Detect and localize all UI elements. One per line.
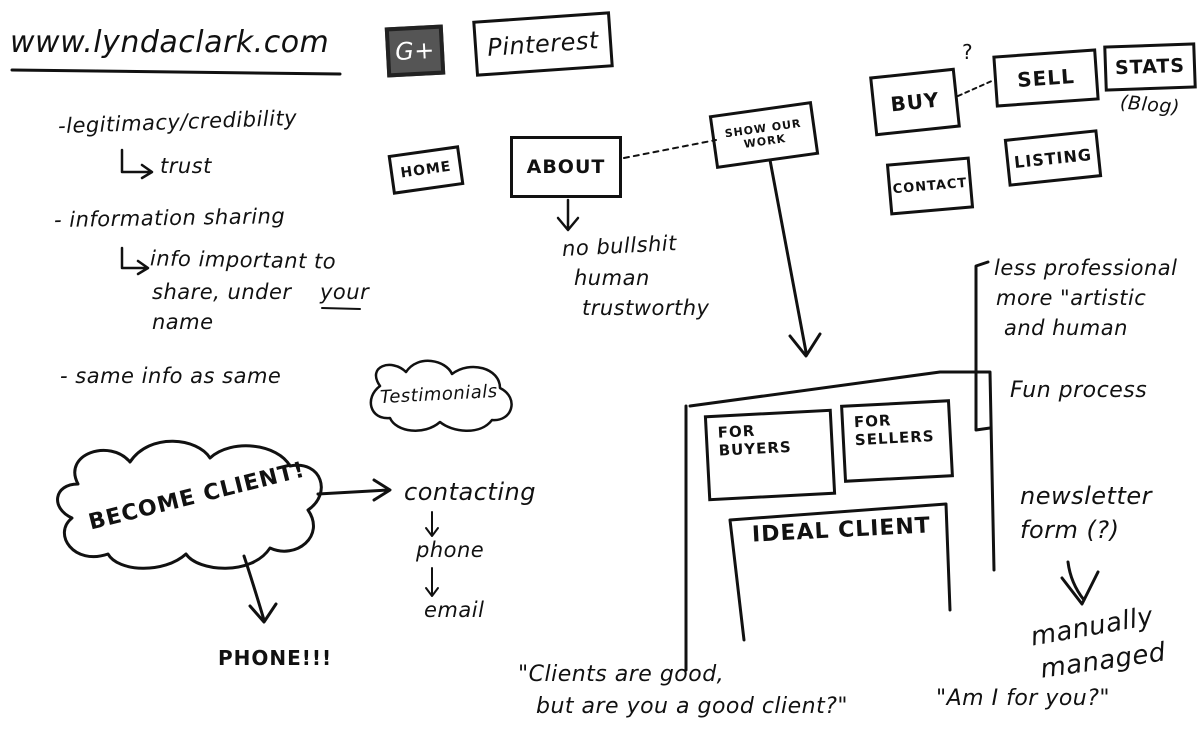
note-share-under: share, under bbox=[152, 280, 292, 304]
nav-buy-label: BUY bbox=[889, 87, 941, 117]
style-note-2: more "artistic bbox=[996, 286, 1147, 310]
for-buyers-label: FOR BUYERS bbox=[717, 421, 793, 460]
nav-sell[interactable]: SELL bbox=[992, 48, 1100, 108]
nav-listing[interactable]: LISTING bbox=[1003, 129, 1103, 187]
nav-contact[interactable]: CONTACT bbox=[885, 156, 975, 216]
note-your: your bbox=[320, 280, 370, 304]
pinterest-button[interactable]: Pinterest bbox=[472, 11, 614, 77]
gplus-label: G+ bbox=[394, 35, 436, 67]
note-same-info: - same info as same bbox=[60, 364, 282, 388]
note-name: name bbox=[152, 310, 214, 334]
nav-contact-label: CONTACT bbox=[892, 175, 968, 197]
nav-stats[interactable]: STATS bbox=[1103, 42, 1197, 92]
nav-about-label: ABOUT bbox=[526, 156, 606, 178]
quote-clients-good-2: but are you a good client?" bbox=[536, 694, 849, 719]
nav-home-label: HOME bbox=[399, 158, 453, 182]
nav-blog: (Blog) bbox=[1119, 91, 1181, 119]
nav-show-work-label: SHOW OUR WORK bbox=[723, 116, 803, 151]
nav-question: ? bbox=[962, 40, 973, 64]
note-info-sharing: - information sharing bbox=[53, 203, 286, 233]
note-info-important: info important to bbox=[149, 246, 337, 274]
newsletter-line1: newsletter bbox=[1020, 482, 1152, 510]
style-note-1: less professional bbox=[994, 256, 1178, 280]
quote-am-i: "Am I for you?" bbox=[936, 686, 1111, 711]
note-trust: trust bbox=[160, 154, 212, 178]
nav-listing-label: LISTING bbox=[1013, 144, 1093, 172]
nav-stats-label: STATS bbox=[1114, 54, 1186, 80]
contacting-title: contacting bbox=[404, 478, 536, 506]
panel-for-sellers[interactable]: FOR SELLERS bbox=[840, 399, 954, 483]
style-note-4: Fun process bbox=[1010, 378, 1148, 403]
panel-for-buyers[interactable]: FOR BUYERS bbox=[703, 408, 837, 502]
pinterest-label: Pinterest bbox=[486, 26, 600, 62]
gplus-button[interactable]: G+ bbox=[384, 24, 446, 78]
nav-about[interactable]: ABOUT bbox=[510, 136, 622, 198]
style-note-3: and human bbox=[1004, 316, 1128, 340]
about-note-3: trustworthy bbox=[582, 296, 710, 320]
phone-shout: PHONE!!! bbox=[218, 646, 333, 670]
site-url: www.lyndaclark.com bbox=[10, 25, 330, 60]
quote-clients-good-1: "Clients are good, bbox=[518, 662, 725, 687]
newsletter-line2: form (?) bbox=[1020, 516, 1120, 544]
nav-sell-label: SELL bbox=[1016, 64, 1076, 92]
contacting-email: email bbox=[424, 598, 485, 622]
contacting-phone: phone bbox=[416, 538, 485, 562]
for-sellers-label: FOR SELLERS bbox=[853, 411, 936, 450]
about-note-2: human bbox=[574, 266, 650, 290]
nav-buy[interactable]: BUY bbox=[869, 67, 961, 137]
